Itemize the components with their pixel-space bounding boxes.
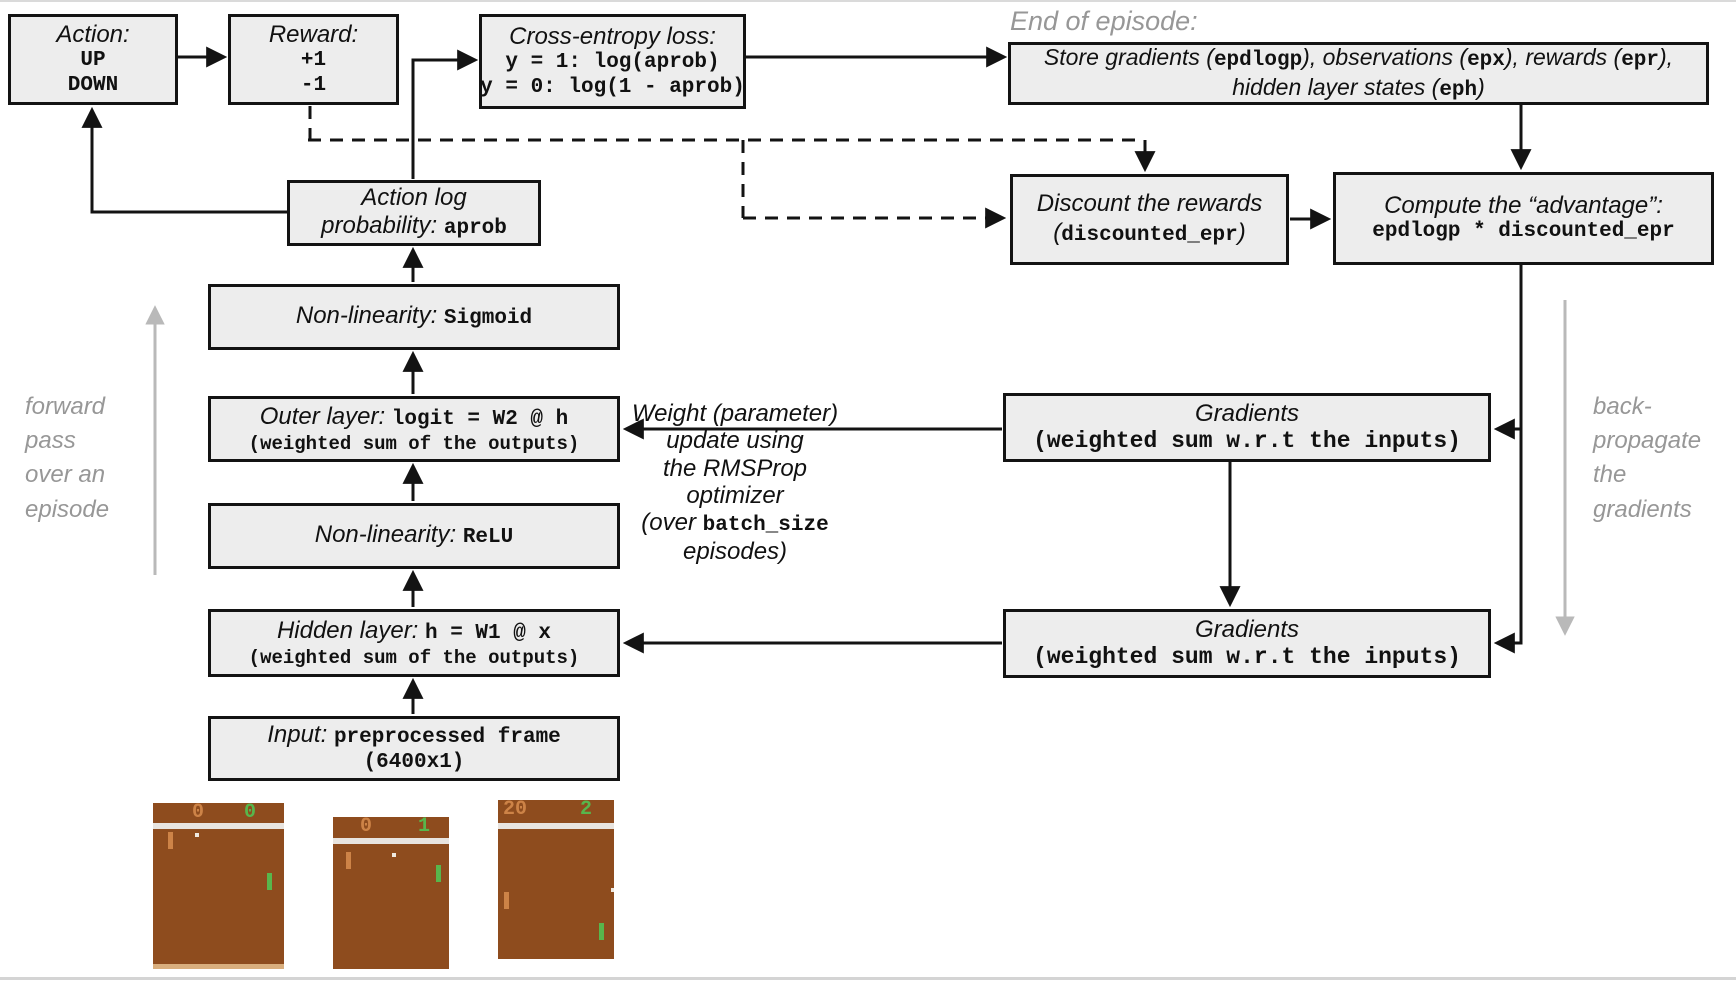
pong-left-paddle [346,852,351,869]
sigmoid-box: Non-linearity: Sigmoid [208,284,620,350]
gradients-top-box: Gradients(weighted sum w.r.t the inputs) [1003,393,1491,462]
pong-bottom-strip [153,964,284,969]
pong-left-score: 0 [192,801,205,824]
pong-court-line [498,823,614,829]
store-gradients-box: Store gradients (epdlogp), observations … [1008,42,1709,105]
compute-advantage-box: Compute the “advantage”:epdlogp * discou… [1333,172,1714,265]
end-of-episode-label: End of episode: [1010,6,1198,36]
pong-right-paddle [436,865,441,882]
backprop-spine [1493,265,1523,654]
hidden-layer-box: Hidden layer: h = W1 @ x(weighted sum of… [208,609,620,677]
pong-left-paddle [168,832,173,849]
pong-frame-1: 0 0 [153,803,284,969]
pong-right-paddle [599,923,604,940]
pong-ball [195,833,199,837]
relu-box: Non-linearity: ReLU [208,503,620,569]
pong-right-score: 2 [580,798,593,821]
gradients-bottom-box: Gradients(weighted sum w.r.t the inputs) [1003,609,1491,678]
cross-entropy-loss-box: Cross-entropy loss:y = 1: log(aprob)y = … [479,14,746,109]
reward-box: Reward:+1-1 [228,14,399,105]
pong-right-score: 0 [244,801,257,824]
pong-ball [611,888,614,892]
pong-ball [392,853,396,857]
pong-right-paddle [267,873,272,890]
pong-right-score: 1 [418,815,431,838]
outer-layer-box: Outer layer: logit = W2 @ h(weighted sum… [208,396,620,462]
bottom-border-line [0,977,1736,980]
pong-left-score: 20 [503,798,528,821]
discount-rewards-box: Discount the rewards(discounted_epr) [1010,174,1289,265]
pong-court-line [153,823,284,829]
pong-frame-3: 20 2 [498,800,614,959]
top-border-line [0,0,1736,2]
pong-left-paddle [504,892,509,909]
pong-left-score: 0 [360,815,373,838]
input-box: Input: preprocessed frame(6400x1) [208,716,620,781]
pong-frame-2: 0 1 [333,817,449,969]
pong-court-line [333,838,449,844]
arrow-aprob-to-action [81,106,287,214]
arrow-aprob-to-crossentropy [411,49,479,179]
